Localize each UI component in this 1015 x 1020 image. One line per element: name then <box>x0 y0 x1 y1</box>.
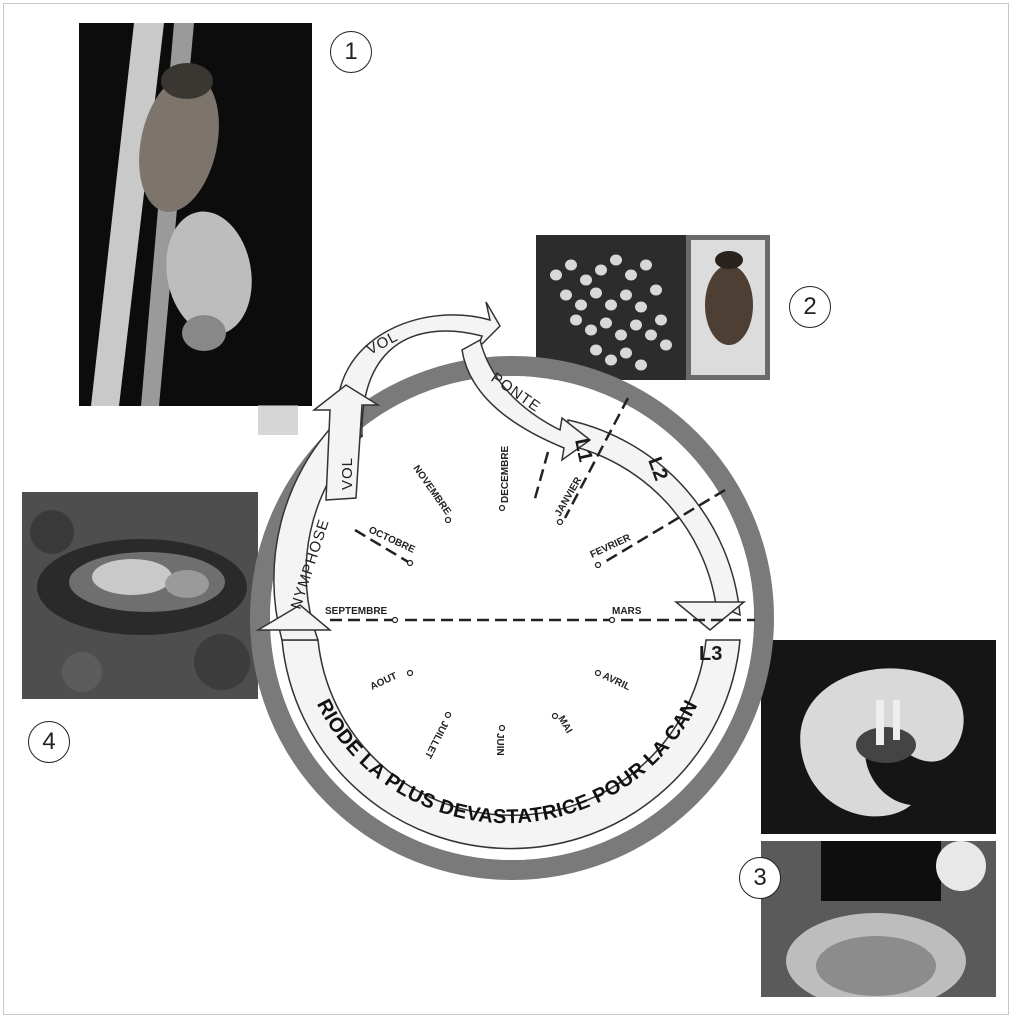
month-september: SEPTEMBRE <box>325 606 388 617</box>
month-december: DECEMBRE <box>500 445 511 503</box>
month-march: MARS <box>612 606 642 617</box>
texture-patch <box>258 405 298 435</box>
month-june: JUIN <box>494 733 505 756</box>
stage-l3: L3 <box>699 643 722 665</box>
label-vol-left: VOL <box>339 457 356 490</box>
